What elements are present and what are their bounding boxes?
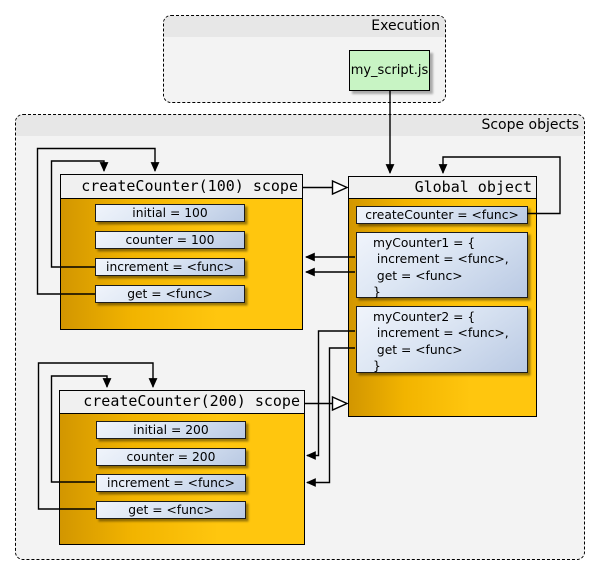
scope200-var-counter: counter = 200 [96, 448, 246, 466]
scope100-var-increment: increment = <func> [95, 258, 245, 276]
execution-panel-title: Execution [164, 16, 445, 37]
scope100-var-get: get = <func> [95, 285, 245, 303]
scope100-node: createCounter(100) scope initial = 100 c… [60, 174, 303, 330]
scope200-var-initial: initial = 200 [96, 421, 246, 439]
scope200-var-increment: increment = <func> [96, 474, 246, 492]
scope200-header: createCounter(200) scope [60, 391, 304, 414]
global-header: Global object [349, 177, 536, 199]
global-var-mycounter1: myCounter1 = { increment = <func>, get =… [356, 232, 528, 299]
scope-objects-panel-title: Scope objects [16, 115, 584, 136]
script-node-label: my_script.js [350, 63, 429, 78]
script-node: my_script.js [349, 50, 430, 91]
global-node: Global object createCounter = <func> myC… [348, 176, 537, 417]
global-var-createcounter: createCounter = <func> [356, 206, 528, 224]
scope200-node: createCounter(200) scope initial = 200 c… [59, 390, 305, 545]
scope100-var-counter: counter = 100 [95, 231, 245, 249]
scope200-var-get: get = <func> [96, 501, 246, 519]
scope100-header: createCounter(100) scope [61, 175, 302, 199]
global-var-mycounter2: myCounter2 = { increment = <func>, get =… [356, 306, 528, 373]
scope100-var-initial: initial = 100 [95, 204, 245, 222]
